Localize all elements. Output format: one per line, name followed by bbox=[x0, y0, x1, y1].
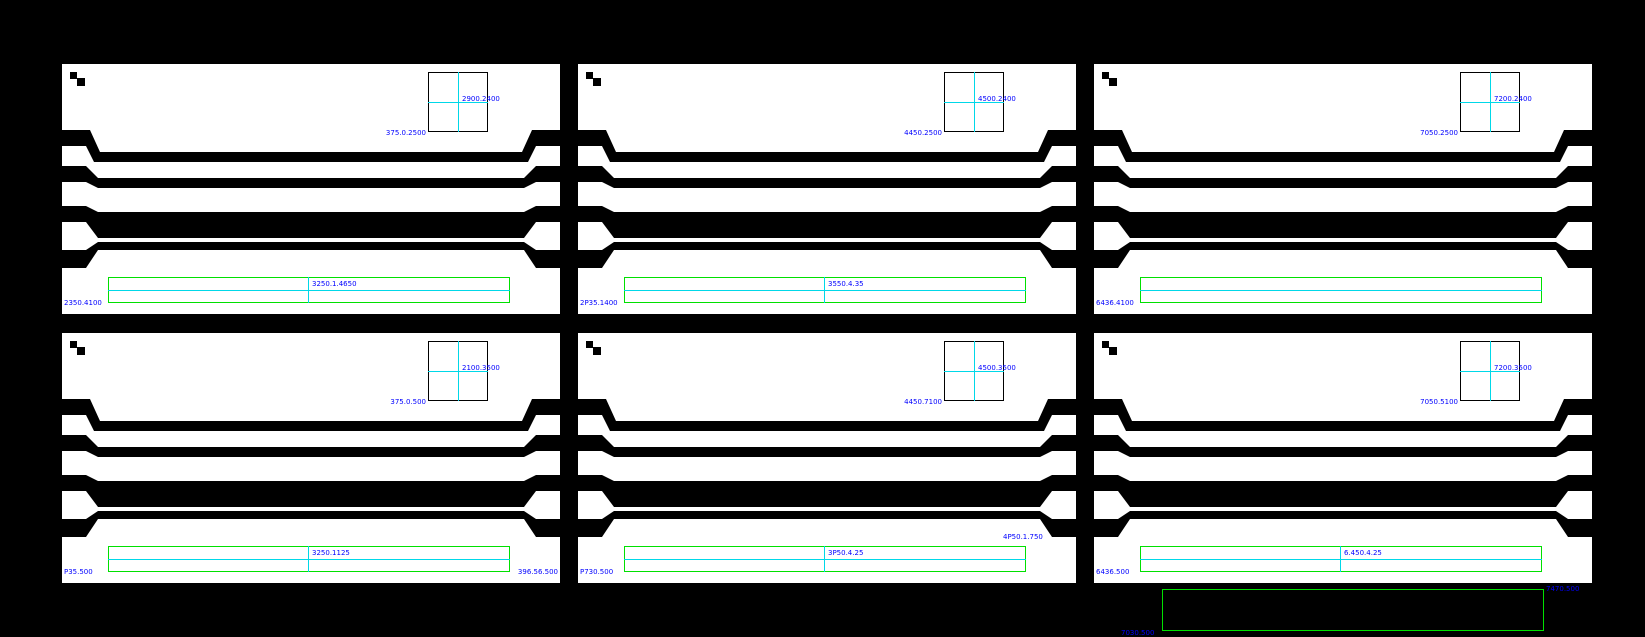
box-center-label: 3250.1.4650 bbox=[312, 280, 357, 288]
bottom-box-right-label: 7470.500 bbox=[1546, 585, 1580, 593]
extra-label-right: 4P50.1.750 bbox=[1003, 533, 1043, 541]
black-strip bbox=[62, 166, 560, 188]
panel: 4500.2400 4450.2500 3550.4.35 2P35.1400 bbox=[578, 64, 1076, 314]
black-strip bbox=[62, 435, 560, 457]
black-strip bbox=[1094, 435, 1592, 457]
box-right-label: 396.56.500 bbox=[517, 568, 558, 576]
bottom-green-box bbox=[1162, 589, 1544, 631]
corner-mark bbox=[593, 78, 601, 86]
black-strip bbox=[578, 399, 1076, 431]
square-left-label: 7050.5100 bbox=[1420, 398, 1458, 406]
box-left-label: P35.500 bbox=[64, 568, 93, 576]
green-box-center-tick bbox=[824, 546, 825, 572]
square-right-label: 7200.3500 bbox=[1494, 364, 1532, 372]
green-box-center-line bbox=[624, 559, 1026, 560]
black-strip bbox=[578, 511, 1076, 537]
black-strip bbox=[62, 511, 560, 537]
box-left-label: P730.500 bbox=[580, 568, 614, 576]
crosshair-vertical bbox=[974, 341, 975, 401]
corner-mark bbox=[1102, 72, 1109, 79]
green-box-center-line bbox=[624, 290, 1026, 291]
square-left-label: 7050.2500 bbox=[1420, 129, 1458, 137]
black-strip bbox=[1094, 130, 1592, 162]
box-left-label: 6436.500 bbox=[1096, 568, 1130, 576]
panel-strips bbox=[1094, 130, 1592, 268]
panel-strips bbox=[1094, 399, 1592, 537]
panel: 2900.2400 375.0.2500 3250.1.4650 2350.4100 bbox=[62, 64, 560, 314]
square-right-label: 4500.3500 bbox=[978, 364, 1016, 372]
black-strip bbox=[578, 166, 1076, 188]
square-left-label: 4450.2500 bbox=[904, 129, 942, 137]
bottom-box-left-label: 7030.500 bbox=[1121, 629, 1155, 637]
corner-mark bbox=[1109, 347, 1117, 355]
corner-mark bbox=[593, 347, 601, 355]
black-strip bbox=[1094, 399, 1592, 431]
box-center-label: 3550.4.35 bbox=[828, 280, 864, 288]
black-strip bbox=[578, 130, 1076, 162]
corner-mark bbox=[70, 341, 77, 348]
green-box-center-tick bbox=[308, 546, 309, 572]
black-strip bbox=[62, 242, 560, 268]
box-center-label: 3P50.4.25 bbox=[828, 549, 864, 557]
corner-mark bbox=[1109, 78, 1117, 86]
square-left-label: 375.0.500 bbox=[390, 398, 426, 406]
crosshair-vertical bbox=[1490, 72, 1491, 132]
box-center-label: 6.450.4.25 bbox=[1344, 549, 1382, 557]
green-box-center-line bbox=[108, 559, 510, 560]
black-strip bbox=[1094, 242, 1592, 268]
black-strip bbox=[62, 130, 560, 162]
corner-mark bbox=[586, 341, 593, 348]
square-left-label: 375.0.2500 bbox=[385, 129, 426, 137]
crosshair-vertical bbox=[458, 72, 459, 132]
green-box-center-tick bbox=[824, 277, 825, 303]
corner-mark bbox=[77, 78, 85, 86]
square-right-label: 4500.2400 bbox=[978, 95, 1016, 103]
box-center-label: 3250.1125 bbox=[312, 549, 350, 557]
panel: 7200.2400 7050.2500 6436.4100 bbox=[1094, 64, 1592, 314]
black-strip bbox=[1094, 511, 1592, 537]
panel-strips bbox=[62, 399, 560, 537]
panel-strips bbox=[578, 399, 1076, 537]
green-box-center-tick bbox=[308, 277, 309, 303]
corner-mark bbox=[1102, 341, 1109, 348]
square-right-label: 7200.2400 bbox=[1494, 95, 1532, 103]
black-strip bbox=[62, 206, 560, 238]
square-right-label: 2900.2400 bbox=[462, 95, 500, 103]
crosshair-vertical bbox=[458, 341, 459, 401]
square-left-label: 4450.7100 bbox=[904, 398, 942, 406]
panel-strips bbox=[578, 130, 1076, 268]
crosshair-vertical bbox=[1490, 341, 1491, 401]
box-left-label: 2350.4100 bbox=[64, 299, 102, 307]
black-strip bbox=[62, 475, 560, 507]
green-box-center-line bbox=[1140, 559, 1542, 560]
corner-mark bbox=[70, 72, 77, 79]
corner-mark bbox=[586, 72, 593, 79]
corner-mark bbox=[77, 347, 85, 355]
green-box-center-tick bbox=[1340, 546, 1341, 572]
box-left-label: 2P35.1400 bbox=[580, 299, 618, 307]
black-strip bbox=[1094, 166, 1592, 188]
black-strip bbox=[578, 206, 1076, 238]
panel-strips bbox=[62, 130, 560, 268]
box-left-label: 6436.4100 bbox=[1096, 299, 1134, 307]
green-box-center-line bbox=[108, 290, 510, 291]
black-strip bbox=[62, 399, 560, 431]
black-strip bbox=[1094, 206, 1592, 238]
crosshair-vertical bbox=[974, 72, 975, 132]
black-strip bbox=[578, 242, 1076, 268]
panel: 7200.3500 7050.5100 6.450.4.25 6436.500 bbox=[1094, 333, 1592, 583]
green-box-center-line bbox=[1140, 290, 1542, 291]
black-strip bbox=[1094, 475, 1592, 507]
black-strip bbox=[578, 435, 1076, 457]
square-right-label: 2100.3500 bbox=[462, 364, 500, 372]
black-strip bbox=[578, 475, 1076, 507]
